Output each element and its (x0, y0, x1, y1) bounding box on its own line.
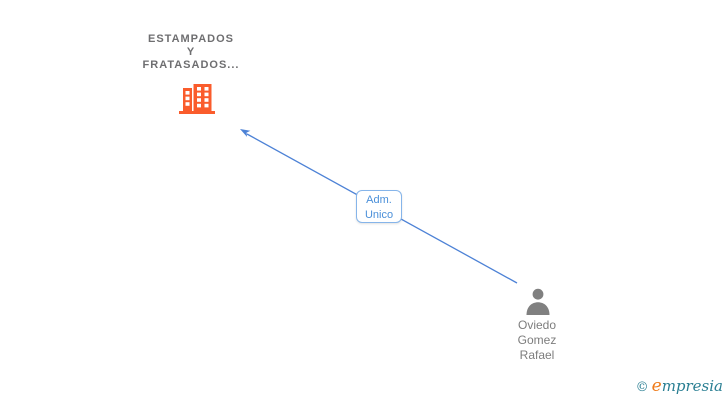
person-name-line: Gomez (517, 333, 557, 347)
brand-rest: mpresia (661, 377, 723, 395)
person-icon[interactable] (524, 287, 552, 315)
person-node-label: Oviedo Gomez Rafael (477, 318, 597, 363)
copyright-icon: © (635, 380, 649, 395)
company-name-line: FRATASADOS... (142, 59, 240, 71)
person-name-line: Rafael (519, 348, 555, 362)
brand-initial: e (651, 376, 662, 396)
edge-label[interactable]: Adm. Unico (356, 190, 402, 223)
company-node-label: ESTAMPADOS Y FRATASADOS... (116, 33, 266, 72)
building-icon[interactable] (179, 84, 215, 114)
edge-label-line: Unico (364, 209, 394, 221)
person-name-line: Oviedo (517, 318, 557, 332)
company-name-line: ESTAMPADOS (148, 33, 234, 45)
empresia-watermark-link[interactable]: ©empresia (636, 376, 723, 396)
company-name-line: Y (186, 46, 196, 58)
edge-arrowhead (240, 129, 251, 137)
edge-label-line: Adm. (366, 194, 392, 206)
